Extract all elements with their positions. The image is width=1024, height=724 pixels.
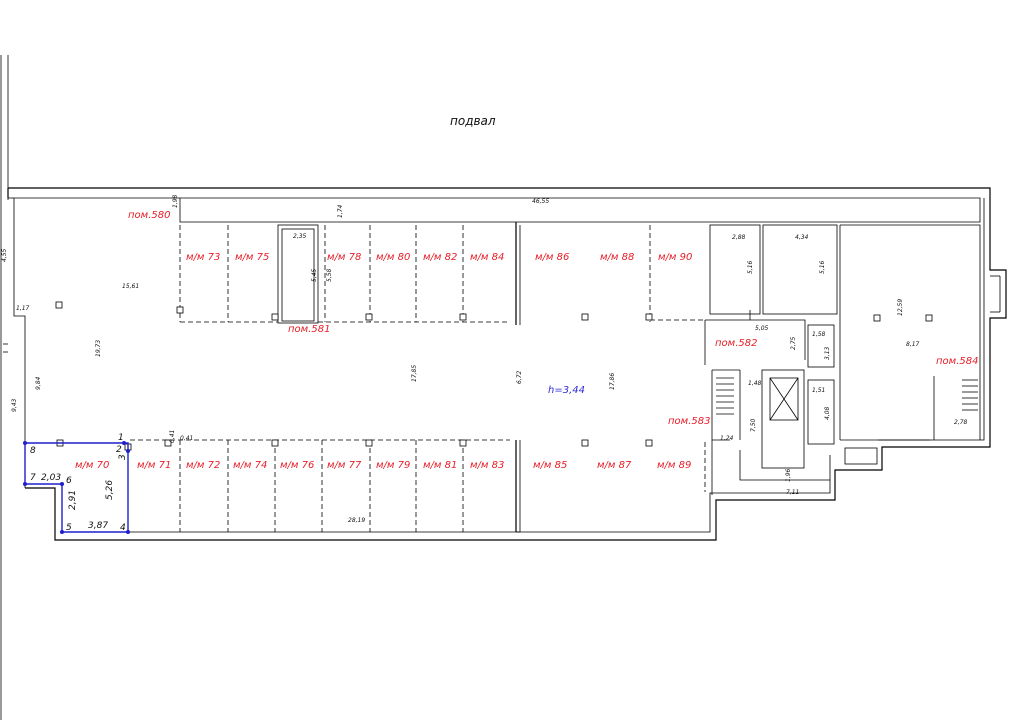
top-stall-dividers (179, 225, 705, 323)
outline-point-label: 7 (30, 473, 36, 483)
dimension-label: 9,43 (11, 398, 18, 412)
parking-space-label: м/м 76 (280, 460, 314, 471)
outline-point-label: 5 (66, 523, 72, 533)
room-label: пом.580 (128, 210, 170, 221)
bottom-stall-dividers (130, 439, 706, 532)
dimension-label: 4,34 (795, 234, 809, 241)
dimension-label: 8,17 (906, 341, 920, 348)
right-rooms (704, 224, 981, 495)
dimension-label: 17,85 (411, 365, 418, 382)
parking-space-label: м/м 75 (235, 252, 269, 263)
dimension-label: 19,73 (95, 340, 102, 357)
parking-space-label: м/м 82 (423, 252, 457, 263)
dimension-label: 0,41 (180, 435, 193, 442)
dimension-label: 7,11 (786, 489, 799, 496)
columns (55, 301, 933, 451)
dimension-label: 1,96 (785, 468, 792, 482)
parking-space-label: м/м 86 (535, 252, 569, 263)
parking-space-label: м/м 79 (376, 460, 410, 471)
dimension-label: 46,55 (532, 198, 549, 205)
dimension-label: 3,13 (824, 346, 831, 360)
dimension-label: 1,74 (337, 204, 344, 218)
dimension-label: 5,16 (819, 260, 826, 274)
dimension-label: 1,58 (812, 331, 826, 338)
dimension-label: 5,58 (326, 268, 333, 282)
parking-space-label: м/м 87 (597, 460, 632, 471)
dimension-label: 2,88 (732, 234, 746, 241)
dimension-label: 2,35 (293, 233, 307, 240)
dimension-label: 15,61 (122, 283, 139, 290)
parking-space-label: м/м 78 (327, 252, 361, 263)
outline-dimension: 2,91 (68, 490, 78, 510)
dimension-label: 0,41 (169, 430, 176, 443)
outline-dimension: 3,87 (88, 521, 108, 531)
outline-point-label: 3 (118, 454, 128, 460)
outline-point-label: 1 (118, 433, 124, 443)
parking-space-label: м/м 73 (186, 252, 220, 263)
dimension-label: 17,86 (609, 373, 616, 390)
outline-dimension: 2,03 (41, 473, 61, 483)
dimension-label: 1,24 (720, 435, 734, 442)
height-label: h=3,44 (548, 385, 585, 396)
outline-point-label: 4 (120, 523, 126, 533)
parking-space-label: м/м 72 (186, 460, 220, 471)
floor-label: подвал (450, 114, 496, 128)
parking-space-label: м/м 84 (470, 252, 504, 263)
room-581-walls (277, 224, 319, 324)
parking-space-label: м/м 83 (470, 460, 504, 471)
outline-point-label: 2 (116, 445, 122, 455)
outline-point-label: 8 (30, 446, 36, 456)
dimension-label: 12,59 (897, 299, 904, 316)
room-label: пом.583 (668, 416, 710, 427)
dimension-label: 2,78 (954, 419, 968, 426)
room-label: пом.582 (715, 338, 757, 349)
dimension-label: 5,05 (755, 325, 769, 332)
parking-space-label: м/м 80 (376, 252, 410, 263)
parking-space-label: м/м 81 (423, 460, 457, 471)
dimension-label: 5,45 (311, 268, 318, 282)
dimension-label: 7,50 (750, 418, 757, 432)
stairs-left (716, 377, 734, 415)
highlight-outline (23, 441, 130, 534)
parking-space-label: м/м 85 (533, 460, 567, 471)
dimension-label: 6,72 (516, 370, 523, 384)
dimension-label: 9,84 (35, 376, 42, 390)
parking-space-label: м/м 88 (600, 252, 634, 263)
parking-space-label: м/м 74 (233, 460, 267, 471)
central-walls (515, 222, 521, 533)
dimension-label: 4,55 (1, 248, 8, 262)
dimension-label: 1,98 (172, 194, 179, 208)
parking-space-label: м/м 77 (327, 460, 362, 471)
parking-space-label: м/м 71 (137, 460, 171, 471)
outline-dimension: 5,26 (105, 480, 115, 500)
parking-space-label: м/м 70 (75, 460, 109, 471)
left-walls (3, 343, 8, 353)
parking-space-label: м/м 90 (658, 252, 692, 263)
dimension-label: 4,08 (824, 406, 831, 420)
left-edge-lines (0, 55, 9, 720)
dimension-label: 1,51 (812, 387, 825, 394)
parking-space-label: м/м 89 (657, 460, 691, 471)
outline-point-label: 6 (66, 476, 72, 486)
room-label: пом.584 (936, 356, 978, 367)
dimension-label: 28,19 (348, 517, 365, 524)
stairs-right (962, 379, 978, 411)
dimension-label: 2,75 (790, 336, 797, 350)
room-label: пом.581 (288, 324, 330, 335)
outer-wall (7, 187, 1007, 541)
dimension-label: 1,48 (748, 380, 762, 387)
dimension-label: 5,16 (747, 260, 754, 274)
dimension-label: 1,17 (16, 305, 30, 312)
